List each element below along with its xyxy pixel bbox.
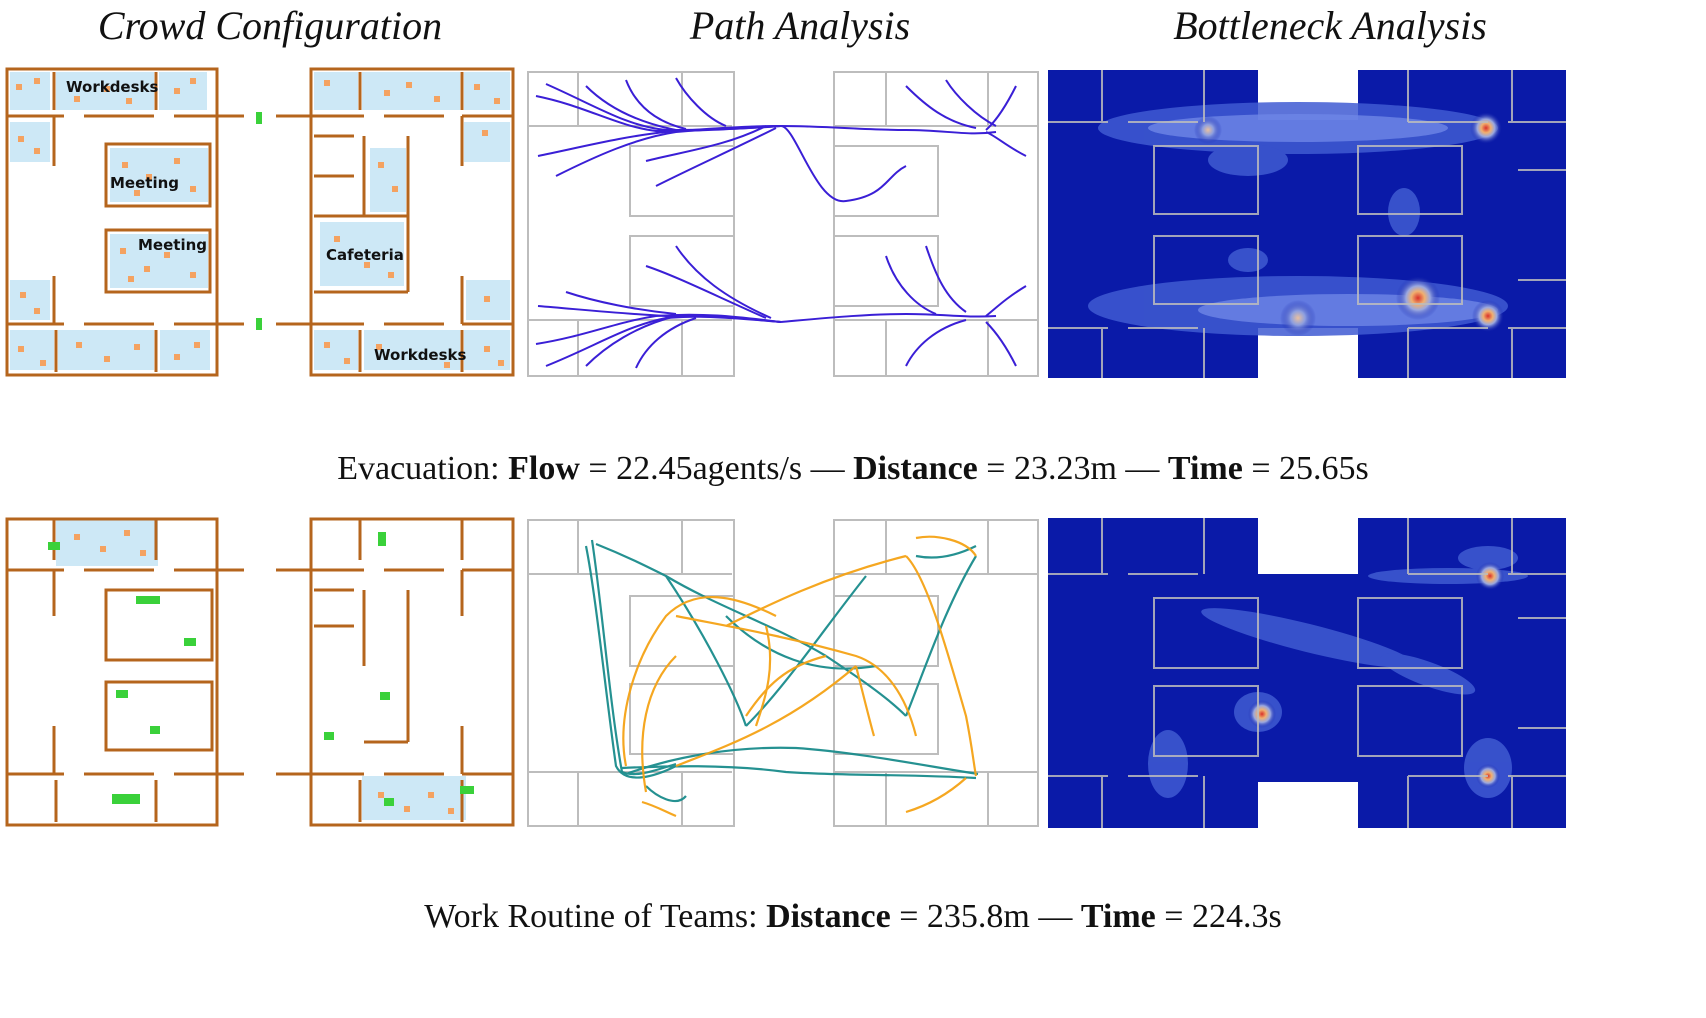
caption-flow-label: Flow (508, 450, 580, 487)
crowd-config-work-routine (4, 516, 516, 828)
caption-work-prefix: Work Routine of Teams: (424, 898, 767, 935)
caption2-time-label: Time (1080, 898, 1156, 935)
caption2-distance-label: Distance (766, 898, 891, 935)
caption2-distance-value: = 235.8m — (890, 898, 1081, 935)
title-bottleneck-analysis: Bottleneck Analysis (1173, 3, 1487, 48)
caption-distance-value: = 23.23m — (977, 450, 1168, 487)
caption-time-value: = 25.65s (1242, 450, 1369, 487)
caption-evacuation: Evacuation: Flow = 22.45agents/s — Dista… (0, 450, 1706, 488)
caption-work-routine: Work Routine of Teams: Distance = 235.8m… (0, 898, 1706, 936)
room-label-workdesks-bottom: Workdesks (374, 346, 467, 364)
caption-evacuation-prefix: Evacuation: (337, 450, 509, 487)
title-crowd-configuration: Crowd Configuration (97, 3, 443, 48)
caption2-time-value: = 224.3s (1155, 898, 1282, 935)
path-analysis-evacuation (526, 66, 1040, 378)
room-label-meeting-1: Meeting (110, 174, 179, 192)
crowd-config-evacuation: Workdesks Meeting Meeting Cafeteria Work… (4, 66, 516, 378)
bottleneck-heatmap-evacuation (1048, 70, 1566, 378)
bottleneck-heatmap-work-routine (1048, 518, 1566, 828)
room-label-workdesks-top: Workdesks (66, 78, 159, 96)
title-path-analysis: Path Analysis (689, 3, 911, 48)
caption-time-label: Time (1167, 450, 1243, 487)
path-analysis-work-routine (526, 516, 1040, 828)
room-label-meeting-2: Meeting (138, 236, 207, 254)
room-label-cafeteria: Cafeteria (326, 246, 404, 264)
caption-distance-label: Distance (853, 450, 978, 487)
caption-flow-value: = 22.45agents/s — (579, 450, 854, 487)
